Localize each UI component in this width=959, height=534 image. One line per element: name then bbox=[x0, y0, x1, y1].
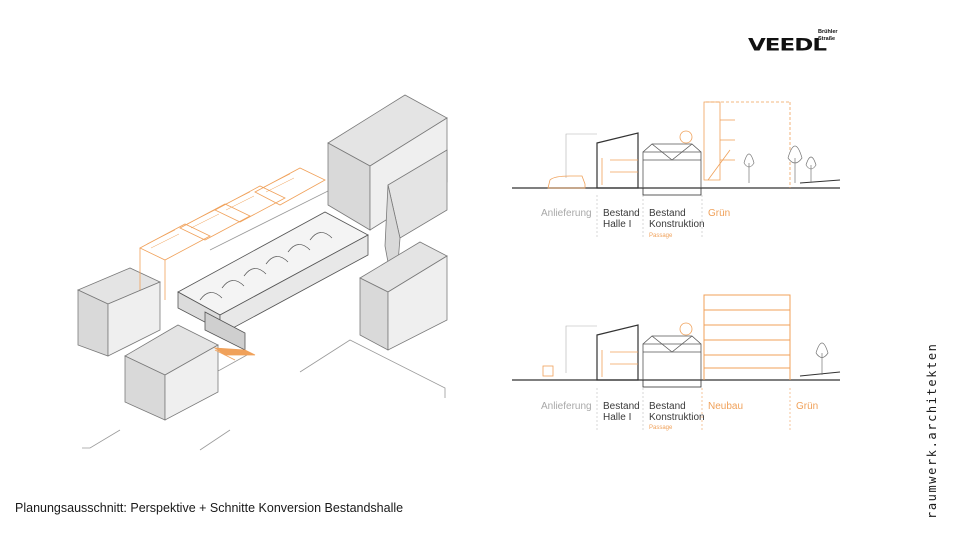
zone-label-anlieferung-2: Anlieferung bbox=[541, 401, 592, 412]
zone-label-konstruktion-2: Konstruktion bbox=[649, 412, 705, 423]
zone-label-gruen-2: Grün bbox=[796, 401, 819, 412]
logo-wordmark: VEEDL bbox=[748, 36, 827, 55]
page-caption: Planungsausschnitt: Perspektive + Schnit… bbox=[15, 501, 404, 515]
zone-label-bestand-1: Bestand bbox=[603, 208, 640, 219]
zone-label-anlieferung-1: Anlieferung bbox=[541, 208, 592, 219]
zone-label-konstruktion-1: Konstruktion bbox=[649, 219, 705, 230]
zone-label-bestand-4: Bestand bbox=[649, 401, 686, 412]
zone-label-passage-1: Passage bbox=[649, 233, 673, 239]
axonometric-perspective bbox=[77, 94, 448, 451]
logo-subline-1: Brühler bbox=[818, 29, 838, 35]
zone-label-halle-1: Halle I bbox=[603, 219, 632, 230]
logo-subline-2: Straße bbox=[818, 36, 836, 42]
zone-label-gruen-1: Grün bbox=[708, 208, 731, 219]
zone-label-bestand-2: Bestand bbox=[649, 208, 686, 219]
zone-label-neubau: Neubau bbox=[708, 401, 744, 412]
architect-vertical-label: raumwerk.architekten bbox=[925, 342, 939, 520]
zone-label-halle-2: Halle I bbox=[603, 412, 632, 423]
zone-label-bestand-3: Bestand bbox=[603, 401, 640, 412]
zone-label-passage-2: Passage bbox=[649, 425, 673, 431]
